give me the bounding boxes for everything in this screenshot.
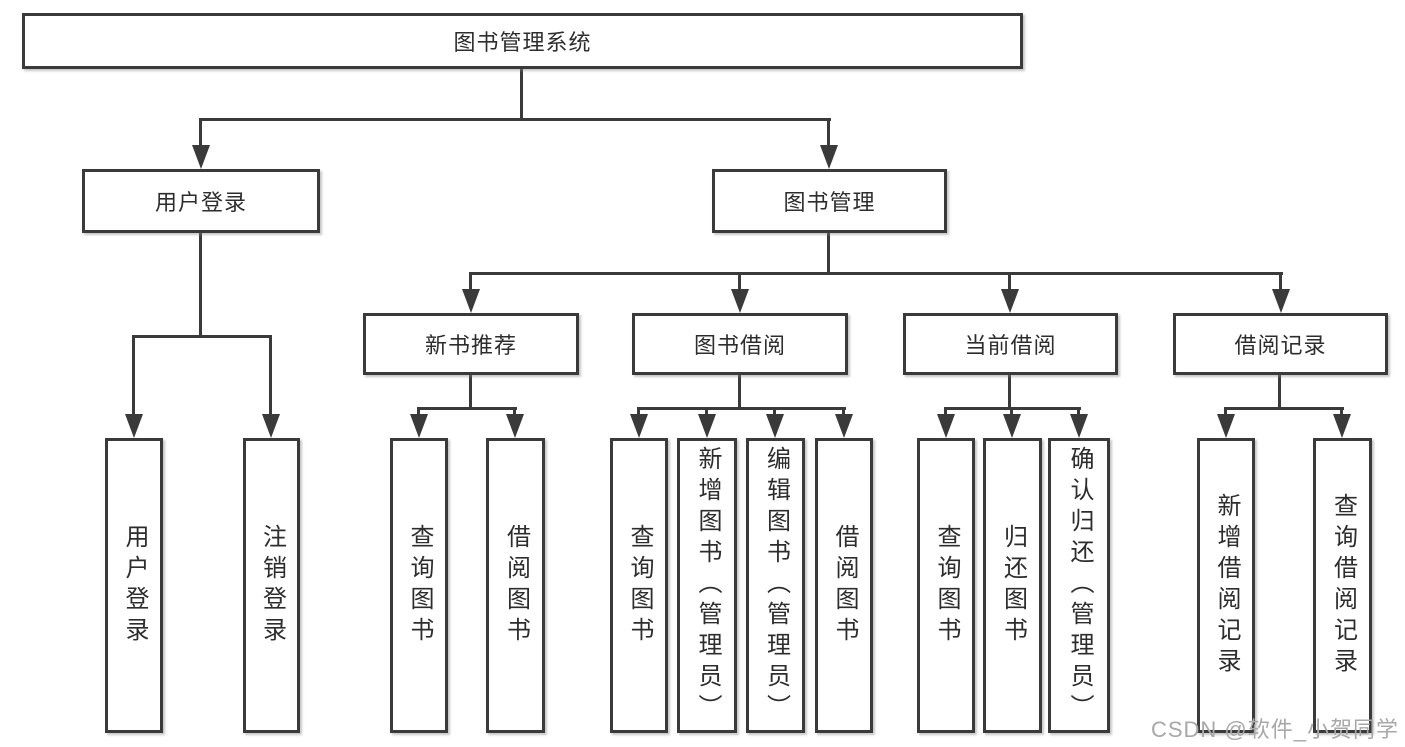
connector-line <box>827 118 830 146</box>
node-label: 用户登录 <box>154 190 247 215</box>
connector-line <box>637 407 640 417</box>
connector-line <box>1008 272 1011 292</box>
node-label: 用户登录 <box>121 523 148 648</box>
connector-line <box>738 375 741 408</box>
arrow-down-icon <box>192 145 210 169</box>
arrow-down-icon <box>506 414 524 438</box>
connector-line <box>637 407 846 410</box>
connector-line <box>1340 407 1343 417</box>
node-label: 查询图书 <box>406 523 433 648</box>
arrow-down-icon <box>766 414 784 438</box>
leaf-br-add-record: 新增借阅记录 <box>1197 438 1255 733</box>
node-borrowing-records: 借阅记录 <box>1173 313 1388 375</box>
connector-line <box>1010 407 1013 417</box>
connector-line <box>773 407 776 417</box>
leaf-bb-edit-book-admin: 编辑图书（管理员） <box>746 438 805 733</box>
leaf-bb-borrow-books: 借阅图书 <box>815 438 873 733</box>
node-library-management-system: 图书管理系统 <box>22 13 1023 69</box>
node-label: 图书借阅 <box>693 333 786 358</box>
arrow-down-icon <box>835 414 853 438</box>
connector-line <box>738 272 741 292</box>
arrow-down-icon <box>262 414 280 438</box>
connector-line <box>944 407 947 417</box>
node-user-login: 用户登录 <box>82 169 320 233</box>
leaf-cb-query-books: 查询图书 <box>917 438 975 733</box>
leaf-br-query-record: 查询借阅记录 <box>1313 438 1372 733</box>
connector-line <box>705 407 708 417</box>
arrow-down-icon <box>1001 289 1019 313</box>
connector-line <box>1077 407 1080 417</box>
node-label: 编辑图书（管理员） <box>762 446 790 725</box>
arrow-down-icon <box>125 414 143 438</box>
arrow-down-icon <box>1272 289 1290 313</box>
node-book-management: 图书管理 <box>712 169 947 233</box>
node-label: 确认归还（管理员） <box>1066 446 1093 725</box>
connector-line <box>199 233 202 336</box>
connector-line <box>469 272 1283 275</box>
arrow-down-icon <box>630 414 648 438</box>
leaf-cb-return-books: 归还图书 <box>983 438 1042 733</box>
connector-line <box>417 407 420 417</box>
connector-line <box>1279 272 1282 292</box>
node-label: 查询图书 <box>626 523 653 648</box>
node-label: 当前借阅 <box>964 333 1057 358</box>
leaf-bb-add-book-admin: 新增图书（管理员） <box>677 438 737 733</box>
arrow-down-icon <box>1070 414 1088 438</box>
connector-line <box>827 233 830 273</box>
node-label: 归还图书 <box>999 523 1027 648</box>
connector-line <box>199 118 831 121</box>
connector-line <box>417 407 517 410</box>
connector-line <box>132 335 135 415</box>
connector-line <box>199 118 202 146</box>
leaf-nbr-query-books: 查询图书 <box>390 438 448 733</box>
arrow-down-icon <box>1003 414 1021 438</box>
arrow-down-icon <box>410 414 428 438</box>
csdn-watermark: CSDN @软件_小贺同学 <box>1150 717 1399 742</box>
connector-line <box>520 69 523 118</box>
connector-line <box>269 335 272 415</box>
node-label: 图书管理 <box>783 190 876 215</box>
arrow-down-icon <box>731 289 749 313</box>
node-book-borrowing: 图书借阅 <box>632 313 848 375</box>
arrow-down-icon <box>1333 414 1351 438</box>
leaf-nbr-borrow-books: 借阅图书 <box>486 438 545 733</box>
node-label: 借阅图书 <box>502 523 530 648</box>
connector-line <box>469 375 472 408</box>
leaf-cb-confirm-return-admin: 确认归还（管理员） <box>1048 438 1110 733</box>
arrow-down-icon <box>698 414 716 438</box>
node-label: 查询借阅记录 <box>1329 492 1357 679</box>
connector-line <box>1224 407 1344 410</box>
node-label: 新增借阅记录 <box>1213 492 1240 679</box>
node-label: 注销登录 <box>258 523 286 648</box>
connector-line <box>513 407 516 417</box>
node-label: 借阅记录 <box>1234 333 1327 358</box>
node-label: 新增图书（管理员） <box>694 446 721 725</box>
arrow-down-icon <box>937 414 955 438</box>
node-label: 图书管理系统 <box>453 30 592 55</box>
leaf-bb-query-books: 查询图书 <box>610 438 668 733</box>
arrow-down-icon <box>1217 414 1235 438</box>
node-new-book-recommendation: 新书推荐 <box>363 313 579 375</box>
node-label: 新书推荐 <box>424 333 517 358</box>
leaf-user-login: 用户登录 <box>105 438 163 733</box>
node-label: 查询图书 <box>933 523 960 648</box>
connector-line <box>1224 407 1227 417</box>
node-label: 借阅图书 <box>831 523 858 648</box>
connector-line <box>842 407 845 417</box>
node-current-borrowing: 当前借阅 <box>903 313 1118 375</box>
connector-line <box>469 272 472 292</box>
connector-line <box>132 335 272 338</box>
connector-line <box>1278 375 1281 408</box>
arrow-down-icon <box>820 145 838 169</box>
leaf-logout: 注销登录 <box>243 438 300 733</box>
connector-line <box>1008 375 1011 408</box>
arrow-down-icon <box>462 289 480 313</box>
